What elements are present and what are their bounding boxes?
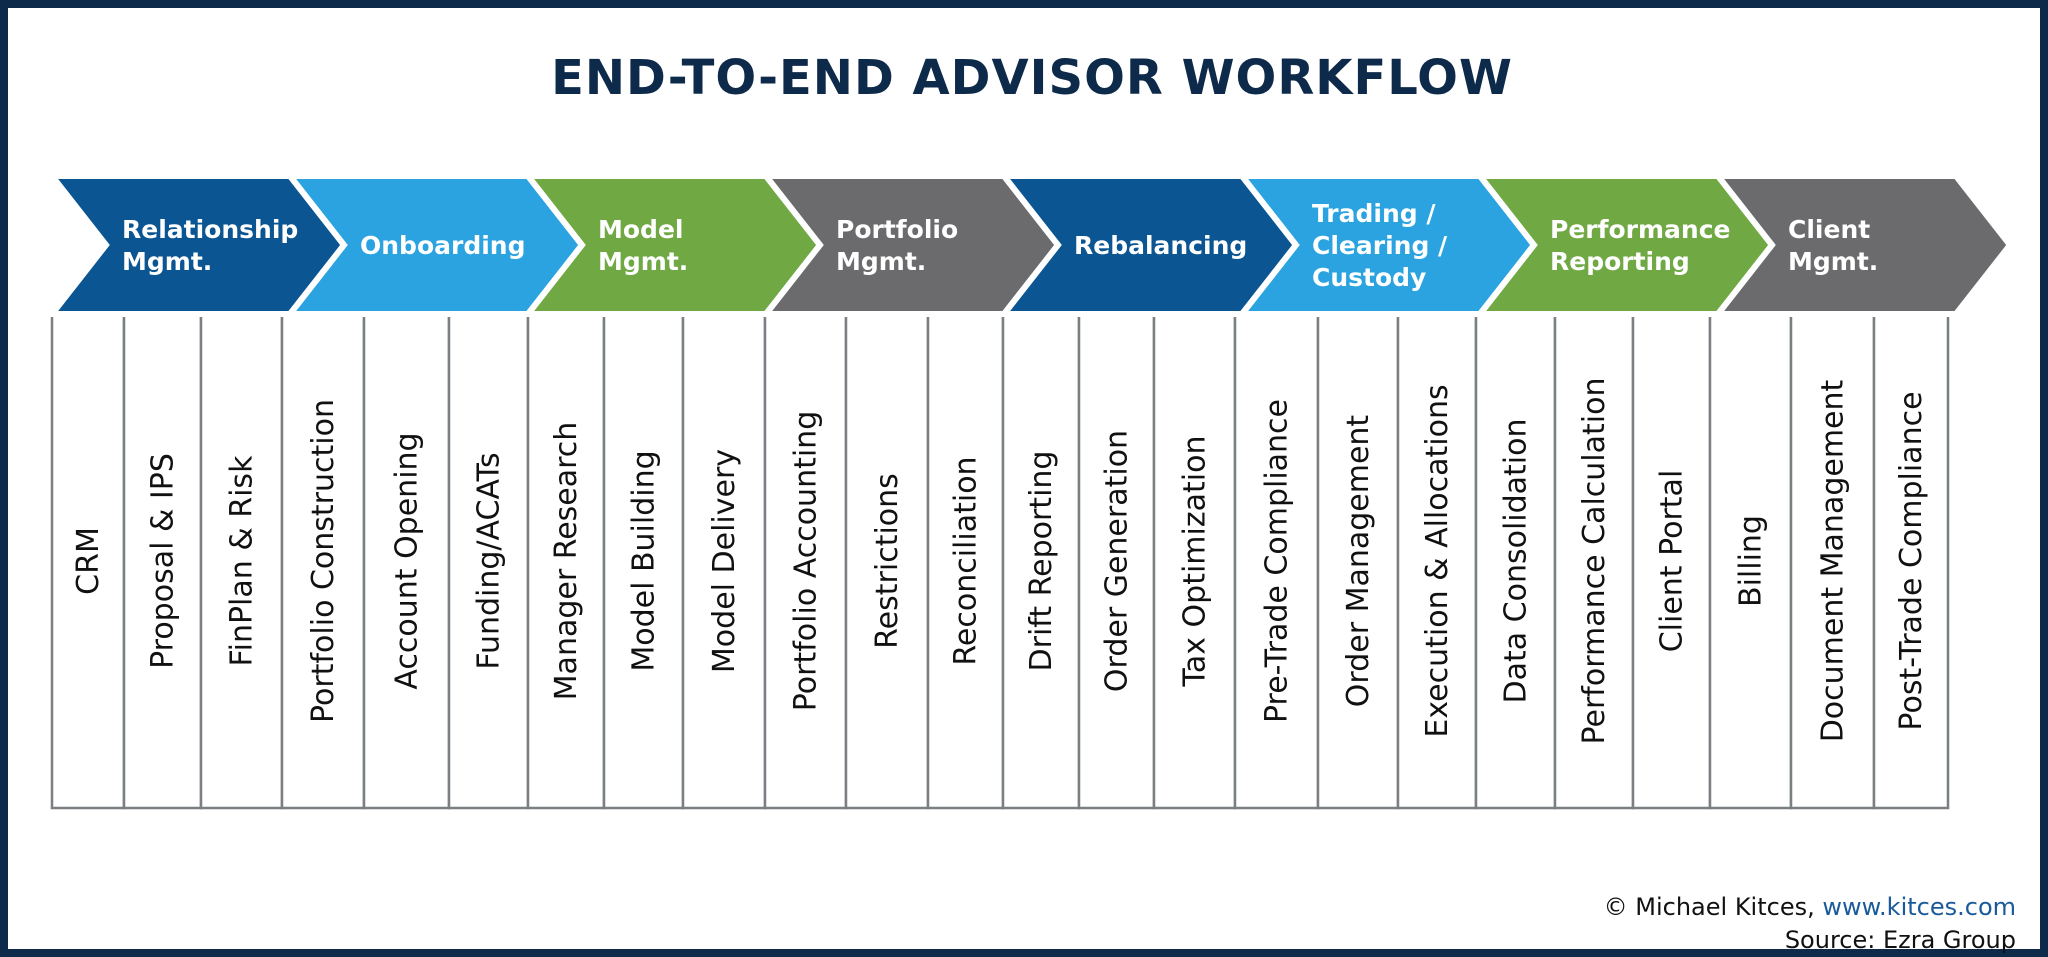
task-label-model-delivery: Model Delivery bbox=[707, 449, 742, 673]
stage-label-line: Mgmt. bbox=[836, 247, 926, 276]
task-label-manager-research: Manager Research bbox=[549, 422, 584, 701]
task-column-tax-optimization bbox=[1152, 312, 1237, 810]
task-column-model-building bbox=[602, 312, 685, 810]
task-label-portfolio-accounting: Portfolio Accounting bbox=[789, 411, 824, 711]
stage-label-line: Custody bbox=[1312, 263, 1426, 292]
task-column-model-delivery bbox=[681, 312, 767, 810]
task-label-data-consolidation: Data Consolidation bbox=[1499, 418, 1534, 703]
copyright-text: © Michael Kitces, bbox=[1603, 893, 1823, 921]
task-label-portfolio-construction: Portfolio Construction bbox=[306, 399, 341, 723]
stage-label-line: Portfolio bbox=[836, 215, 958, 244]
task-columns: CRM Proposal & IPS FinPlan & Risk Portfolio… bbox=[50, 312, 1950, 810]
stage-label-line: Performance bbox=[1550, 215, 1730, 244]
task-label-finplan-and-risk: FinPlan & Risk bbox=[225, 455, 260, 667]
source-line: Source: Ezra Group bbox=[1784, 926, 2016, 954]
task-column-finplan-and-risk bbox=[199, 312, 284, 810]
task-label-billing: Billing bbox=[1734, 515, 1769, 607]
stage-label-line: Mgmt. bbox=[598, 247, 688, 276]
task-label-reconciliation: Reconciliation bbox=[949, 456, 984, 665]
task-column-restrictions bbox=[844, 312, 930, 810]
task-label-order-generation: Order Generation bbox=[1100, 430, 1135, 692]
stage-label-line: Mgmt. bbox=[1788, 247, 1878, 276]
task-label-post-trade-compliance: Post-Trade Compliance bbox=[1894, 391, 1929, 730]
task-label-client-portal: Client Portal bbox=[1655, 470, 1690, 653]
task-label-proposal-and-ips: Proposal & IPS bbox=[146, 453, 181, 669]
task-label-tax-optimization: Tax Optimization bbox=[1178, 436, 1213, 688]
stage-chevron-client-mgmt bbox=[1711, 173, 2014, 317]
stage-label-rebalancing: Rebalancing bbox=[1074, 231, 1247, 260]
task-column-crm bbox=[50, 312, 126, 810]
copyright-line: © Michael Kitces, www.kitces.com bbox=[1604, 891, 2016, 924]
stage-label-line: Reporting bbox=[1550, 247, 1690, 276]
task-label-document-management: Document Management bbox=[1816, 379, 1851, 742]
task-column-post-trade-compliance bbox=[1872, 312, 1950, 810]
task-column-funding-acats bbox=[447, 312, 530, 810]
task-column-portfolio-construction bbox=[280, 312, 366, 810]
stage-label-line: Client bbox=[1788, 215, 1870, 244]
credits: © Michael Kitces, www.kitces.com Source:… bbox=[1604, 891, 2016, 957]
task-label-pre-trade-compliance: Pre-Trade Compliance bbox=[1260, 399, 1295, 723]
stage-label-line: Relationship bbox=[122, 215, 298, 244]
task-column-data-consolidation bbox=[1474, 312, 1557, 810]
task-label-performance-calculation: Performance Calculation bbox=[1577, 377, 1612, 744]
task-label-account-opening: Account Opening bbox=[390, 432, 425, 689]
task-column-pre-trade-compliance bbox=[1233, 312, 1320, 810]
task-column-drift-reporting bbox=[1001, 312, 1081, 810]
task-label-funding-acats: Funding/ACATs bbox=[472, 452, 507, 669]
task-column-reconciliation bbox=[926, 312, 1005, 810]
task-column-execution-and-allocations bbox=[1396, 312, 1478, 810]
task-column-order-generation bbox=[1077, 312, 1156, 810]
task-label-model-building: Model Building bbox=[627, 450, 662, 671]
task-label-order-management: Order Management bbox=[1341, 415, 1376, 708]
task-column-billing bbox=[1708, 312, 1793, 810]
task-label-crm: CRM bbox=[71, 527, 106, 595]
task-column-account-opening bbox=[362, 312, 451, 810]
page-title: END-TO-END ADVISOR WORKFLOW bbox=[551, 50, 1513, 106]
workflow-diagram: CRM Proposal & IPS FinPlan & Risk Portfolio… bbox=[45, 173, 2014, 810]
stage-label-onboarding: Onboarding bbox=[360, 231, 525, 260]
stage-label-line: Trading / bbox=[1312, 199, 1436, 228]
stage-label-line: Clearing / bbox=[1312, 231, 1448, 260]
stage-label-line: Onboarding bbox=[360, 231, 525, 260]
stage-label-line: Rebalancing bbox=[1074, 231, 1247, 260]
stage-chevron-relationship-mgmt bbox=[45, 173, 348, 317]
task-label-restrictions: Restrictions bbox=[870, 473, 905, 649]
task-column-order-management bbox=[1316, 312, 1400, 810]
stage-label-trading-clearing-custody: Trading / Clearing / Custody bbox=[1312, 199, 1448, 292]
kitces-link[interactable]: www.kitces.com bbox=[1822, 893, 2016, 921]
task-label-execution-and-allocations: Execution & Allocations bbox=[1420, 384, 1455, 737]
task-label-drift-reporting: Drift Reporting bbox=[1024, 451, 1059, 672]
stage-label-line: Model bbox=[598, 215, 683, 244]
stage-label-line: Mgmt. bbox=[122, 247, 212, 276]
